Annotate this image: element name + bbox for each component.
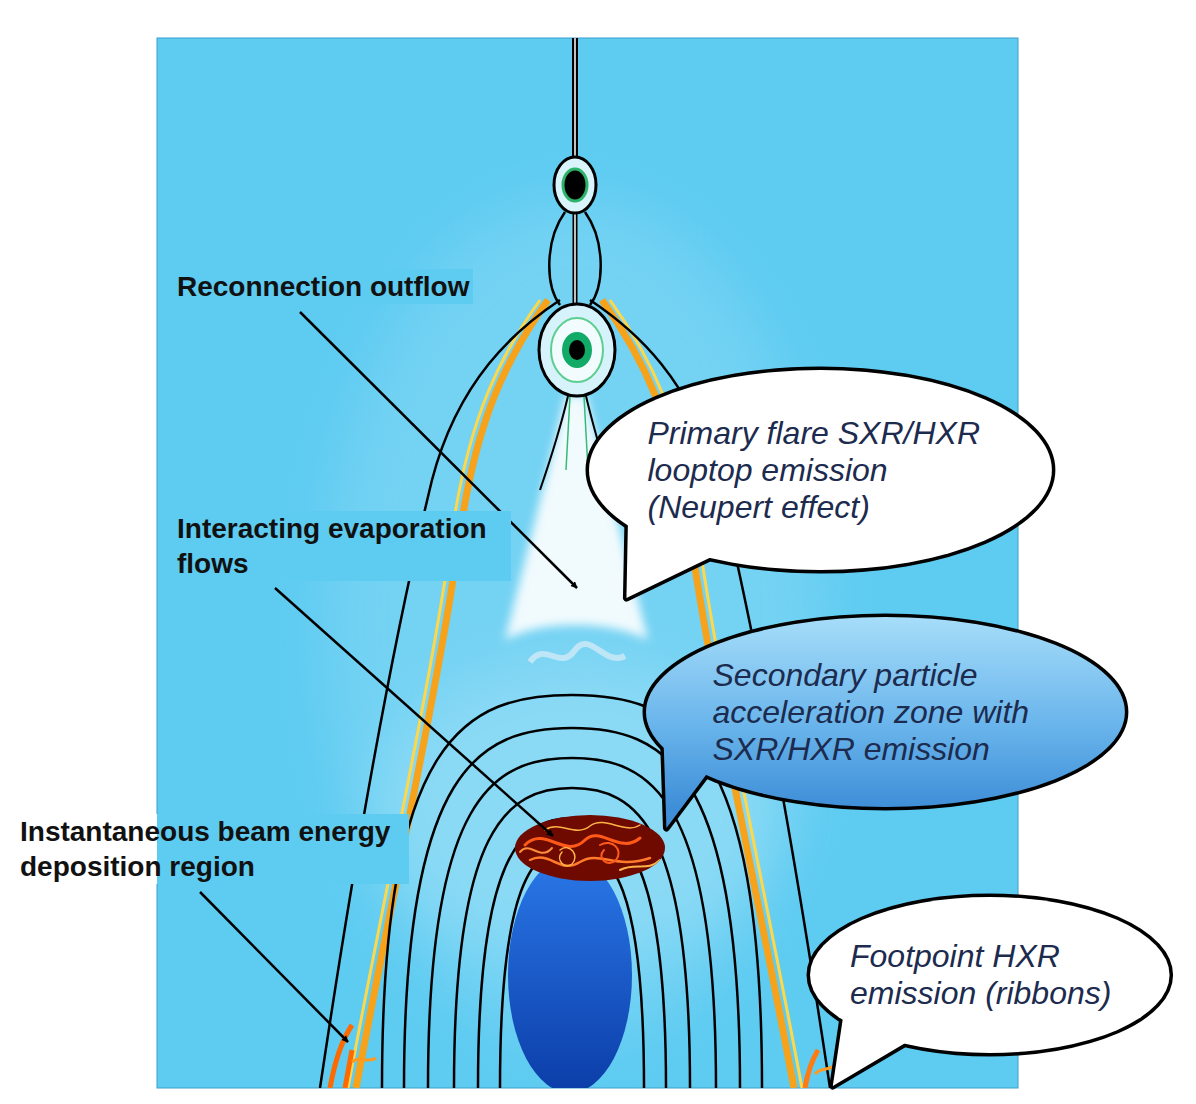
bubble-tail-fill [626, 518, 716, 598]
turbulence-swirl [560, 848, 575, 866]
turbulence-swirl [545, 823, 640, 831]
speech-bubble: Footpoint HXR emission (ribbons) [810, 897, 1170, 1053]
bubble-fill [646, 617, 1125, 807]
bubble-border [646, 617, 1125, 807]
current-sheet [574, 205, 576, 305]
dense-loop-core [508, 857, 632, 1088]
turbulence-swirl [525, 836, 640, 847]
field-line [549, 212, 565, 305]
field-line [566, 396, 588, 470]
speech-bubble: Primary flare SXR/HXR looptop emission (… [589, 370, 1052, 570]
footpoint-deposition [805, 1050, 818, 1088]
plasmoid [554, 157, 596, 213]
turbulence-swirl [530, 858, 650, 866]
plasmoid-core [562, 332, 592, 368]
speech-bubble: Secondary particle acceleration zone wit… [646, 617, 1125, 807]
leader-arrow [200, 892, 348, 1042]
annotation-label: Interacting evaporation flows [173, 511, 511, 581]
current-sheet [573, 205, 578, 305]
plasmoid-ring [551, 318, 603, 382]
plasmoid-core [569, 340, 585, 360]
turbulence-swirl [520, 848, 552, 853]
field-line [585, 212, 601, 305]
outflow-swirl [530, 644, 625, 662]
footpoint-deposition [352, 1058, 376, 1062]
turbulence-swirl [600, 843, 619, 863]
plasmoid-core [563, 169, 587, 201]
bubble-text: Secondary particle acceleration zone wit… [712, 657, 1057, 768]
annotation-label: Reconnection outflow [173, 269, 473, 304]
current-sheet [574, 38, 576, 165]
bubble-text-block: Primary flare SXR/HXR looptop emission (… [647, 415, 992, 526]
bubble-text: Primary flare SXR/HXR looptop emission (… [647, 415, 992, 526]
bubble-text-block: Secondary particle acceleration zone wit… [712, 657, 1057, 768]
turbulent-zone [515, 815, 665, 881]
bubble-text: Footpoint HXR emission (ribbons) [850, 938, 1130, 1012]
annotation-label: Instantaneous beam energy deposition reg… [16, 814, 409, 884]
turbulence-swirl [620, 860, 660, 870]
bubble-tail-fill [833, 1015, 909, 1086]
plasmoid [539, 304, 615, 396]
bubble-text-block: Footpoint HXR emission (ribbons) [850, 938, 1130, 1012]
leader-arrow [275, 588, 553, 836]
current-sheet [572, 38, 578, 165]
bubble-tail-fill [663, 736, 709, 828]
